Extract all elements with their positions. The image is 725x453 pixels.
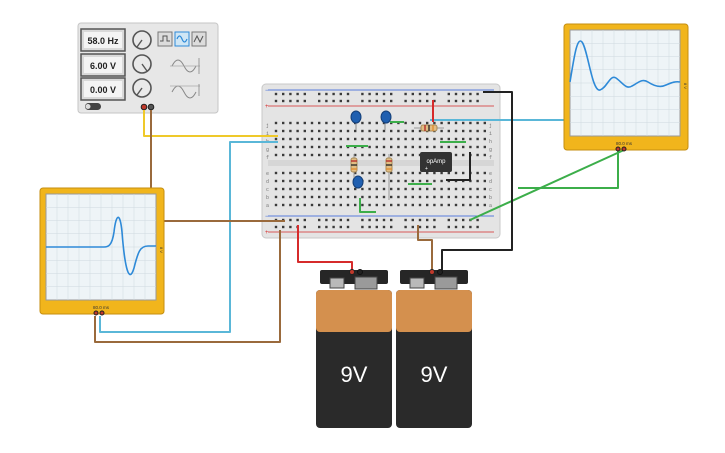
wire-green-right-scope <box>469 149 625 221</box>
battery-2[interactable]: 9V <box>396 269 472 429</box>
wires[interactable] <box>94 91 625 343</box>
amplitude-display: 6.00 V <box>80 53 126 77</box>
probe-positive-terminal[interactable] <box>93 310 99 316</box>
row-label: j <box>266 123 269 129</box>
row-label: i <box>266 131 269 137</box>
amplitude-knob[interactable] <box>132 54 152 74</box>
row-label: j <box>489 123 492 129</box>
resistor-vertical-2[interactable] <box>385 154 393 200</box>
wire-black <box>441 91 513 272</box>
wire-blue-left-scope <box>99 141 278 333</box>
output-positive-terminal[interactable] <box>140 103 148 111</box>
battery-terminal-positive <box>349 269 355 275</box>
wire-red-battery <box>297 225 353 272</box>
row-label: a <box>489 203 492 209</box>
offset-glyph-icon <box>171 85 197 99</box>
row-label: f <box>489 155 492 161</box>
capacitor-3[interactable] <box>352 175 364 189</box>
capacitor-1[interactable] <box>350 110 362 130</box>
frequency-display: 58.0 Hz <box>80 28 126 52</box>
wire-brown-battery <box>417 225 433 272</box>
wire-green-ground <box>518 147 619 189</box>
battery-label: 9V <box>421 362 448 387</box>
amplitude-value: 6.00 V <box>90 61 116 71</box>
row-label: b <box>266 195 269 201</box>
wire-brown-bottom <box>94 230 281 343</box>
battery-terminal-positive <box>429 269 435 275</box>
oscilloscope-right[interactable]: 8 V 80.0 ms <box>563 23 689 152</box>
output-negative-terminal[interactable] <box>147 103 155 111</box>
row-label: b <box>489 195 492 201</box>
svg-text:−: − <box>265 88 269 94</box>
row-label: i <box>489 131 492 137</box>
time-label: 80.0 ms <box>616 141 633 146</box>
breadboard[interactable]: − + − + j i h g f e d c b a j i h g f e … <box>261 83 501 239</box>
frequency-knob[interactable] <box>132 30 152 50</box>
offset-value: 0.00 V <box>90 85 116 95</box>
sine-wave-button[interactable] <box>174 31 190 47</box>
row-label: h <box>489 139 492 145</box>
battery-terminal-negative <box>357 269 363 275</box>
row-label: e <box>489 171 492 177</box>
opamp-chip[interactable]: opAmp + <box>420 152 452 172</box>
probe-positive-terminal[interactable] <box>615 146 621 152</box>
battery-1[interactable]: 9V <box>316 269 392 429</box>
scope-trace-left <box>46 216 156 276</box>
row-label: f <box>266 155 269 161</box>
power-toggle[interactable] <box>85 103 101 110</box>
capacitor-2[interactable] <box>380 110 392 130</box>
battery-terminal-negative <box>437 269 443 275</box>
row-label: d <box>266 179 269 185</box>
battery-label: 9V <box>341 362 368 387</box>
wire-yellow <box>143 110 278 137</box>
probe-ground-terminal[interactable] <box>621 146 627 152</box>
offset-display: 0.00 V <box>80 77 126 101</box>
svg-text:−: − <box>265 214 269 220</box>
svg-text:+: + <box>265 230 269 236</box>
frequency-value: 58.0 Hz <box>87 36 119 46</box>
square-wave-icon <box>160 35 170 42</box>
probe-ground-terminal[interactable] <box>99 310 105 316</box>
oscilloscope-left[interactable]: 8 V 80.0 ms <box>39 187 165 316</box>
time-label: 80.0 ms <box>93 305 110 310</box>
triangle-wave-icon <box>193 34 204 44</box>
jumper-green-4 <box>359 198 376 213</box>
row-label: d <box>489 179 492 185</box>
volt-label: 8 V <box>683 83 688 89</box>
row-label: e <box>266 171 269 177</box>
square-wave-button[interactable] <box>157 31 173 47</box>
row-label: c <box>489 187 492 193</box>
triangle-wave-button[interactable] <box>191 31 207 47</box>
scope-trace-right <box>569 40 681 91</box>
opamp-plus: + <box>425 166 428 172</box>
svg-text:+: + <box>265 104 269 110</box>
opamp-label: opAmp <box>426 159 446 165</box>
offset-knob[interactable] <box>132 78 152 98</box>
volt-label: 8 V <box>159 247 164 253</box>
sine-wave-icon <box>176 35 188 43</box>
resistor-horizontal[interactable] <box>414 124 444 132</box>
resistor-vertical-1[interactable] <box>350 154 358 178</box>
row-label: g <box>489 147 492 153</box>
scope-grid <box>570 30 680 136</box>
row-label: a <box>266 203 269 209</box>
row-label: g <box>266 147 269 153</box>
scope-grid <box>46 194 156 300</box>
jumper-black-1 <box>446 152 471 181</box>
function-generator[interactable]: 58.0 Hz 6.00 V 0.00 V <box>77 22 219 114</box>
row-label: c <box>266 187 269 193</box>
